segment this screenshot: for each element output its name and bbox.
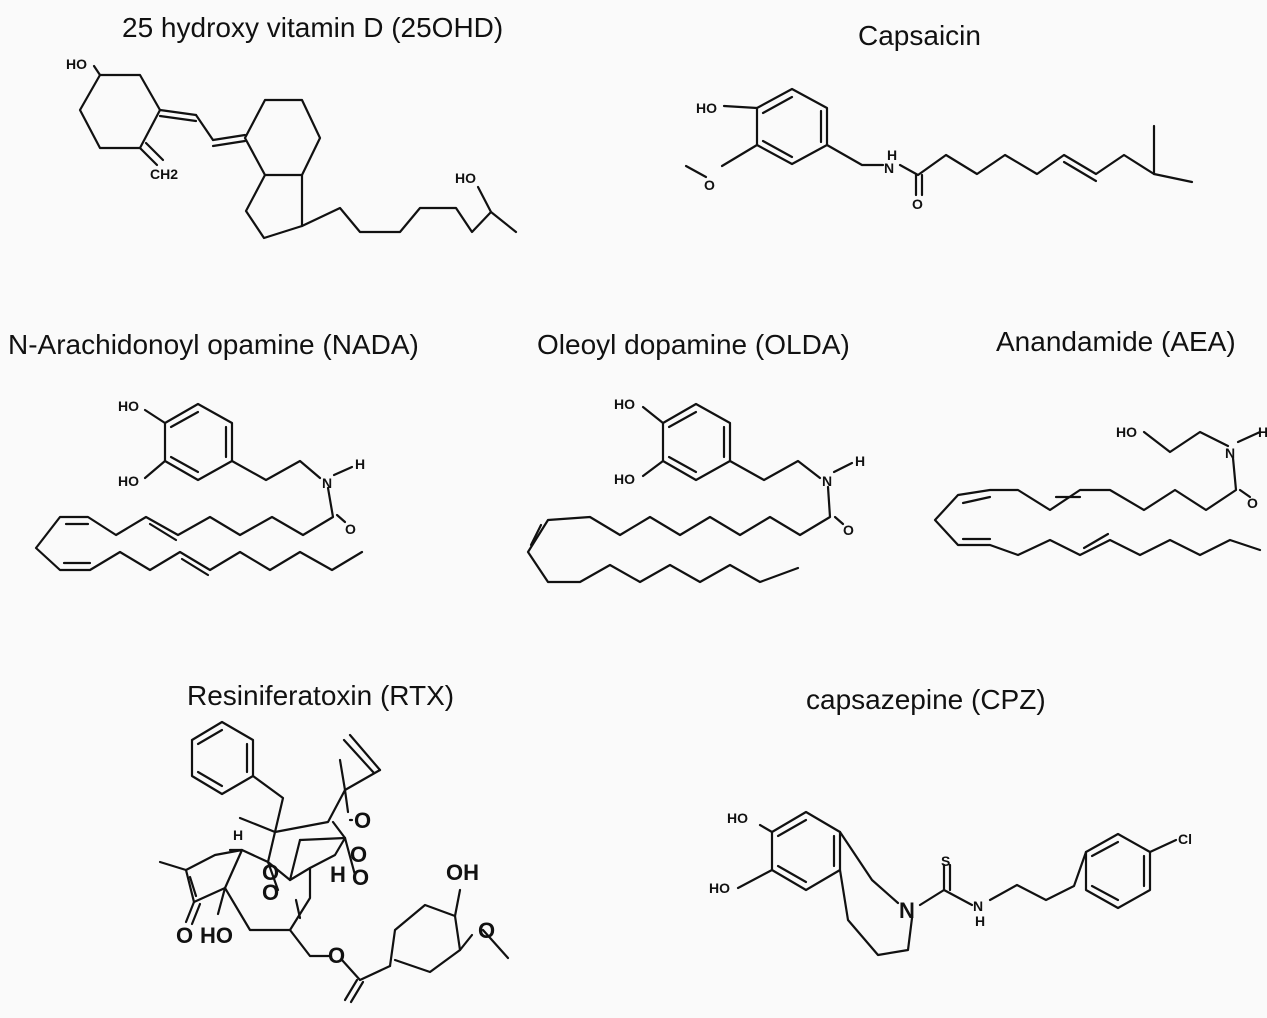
atom-n: N bbox=[822, 473, 832, 489]
atom-h: H bbox=[975, 913, 985, 929]
structure-rtx: H O O O O H O O HO OH O O bbox=[158, 720, 510, 1004]
atom-n: N bbox=[899, 898, 915, 923]
atom-o: O bbox=[478, 918, 495, 943]
atom-ho: HO bbox=[66, 56, 87, 72]
atom-h: H bbox=[1258, 424, 1267, 440]
atom-o: O bbox=[354, 808, 371, 833]
atom-o: O bbox=[345, 521, 356, 537]
title-aea: Anandamide (AEA) bbox=[996, 326, 1236, 357]
title-cpz: capsazepine (CPZ) bbox=[806, 684, 1046, 715]
atom-o: O bbox=[1247, 495, 1258, 511]
atom-h: H bbox=[855, 453, 865, 469]
atom-h: H bbox=[233, 827, 243, 843]
atom-ho: HO bbox=[727, 810, 748, 826]
atom-o: O bbox=[704, 177, 715, 193]
atom-o: O bbox=[262, 880, 279, 905]
structure-aea: HO N H O bbox=[933, 424, 1267, 557]
structure-nada: HO HO N H O bbox=[34, 398, 365, 577]
atom-n: N bbox=[973, 898, 983, 914]
structure-capsaicin: HO O H N O bbox=[684, 87, 1194, 212]
atom-ho: HO bbox=[118, 473, 139, 489]
atom-o: O bbox=[912, 196, 923, 212]
atom-ho: HO bbox=[118, 398, 139, 414]
atom-o: O bbox=[176, 923, 193, 948]
atom-ho: HO bbox=[200, 923, 233, 948]
atom-ch2: CH2 bbox=[150, 166, 178, 182]
structure-olda: HO HO N H O bbox=[526, 396, 865, 584]
atom-o: O bbox=[328, 943, 345, 968]
atom-oh: OH bbox=[446, 860, 479, 885]
atom-n: N bbox=[322, 475, 332, 491]
atom-h: H bbox=[887, 147, 897, 163]
structure-cpz: HO HO S N N H Cl bbox=[709, 810, 1192, 957]
atom-ho: HO bbox=[614, 396, 635, 412]
title-olda: Oleoyl dopamine (OLDA) bbox=[537, 329, 850, 360]
atom-n: N bbox=[1225, 445, 1235, 461]
atom-cl: Cl bbox=[1178, 831, 1192, 847]
title-rtx: Resiniferatoxin (RTX) bbox=[187, 680, 455, 711]
atom-o: O bbox=[843, 522, 854, 538]
atom-n: N bbox=[884, 160, 894, 176]
atom-h: H bbox=[355, 456, 365, 472]
title-nada: N-Arachidonoyl opamine (NADA) bbox=[8, 329, 419, 360]
title-capsaicin: Capsaicin bbox=[858, 20, 981, 51]
atom-ho: HO bbox=[709, 880, 730, 896]
title-25ohd: 25 hydroxy vitamin D (25OHD) bbox=[122, 12, 504, 43]
structure-25ohd: HO CH2 HO bbox=[66, 56, 518, 240]
atom-o: O bbox=[262, 860, 279, 885]
atom-ho: HO bbox=[1116, 424, 1137, 440]
atom-ho: HO bbox=[455, 170, 476, 186]
atom-o: O bbox=[352, 865, 369, 890]
atom-ho: HO bbox=[614, 471, 635, 487]
atom-o: O bbox=[350, 842, 367, 867]
atom-h: H bbox=[330, 862, 346, 887]
atom-ho: HO bbox=[696, 100, 717, 116]
atom-s: S bbox=[941, 853, 950, 869]
